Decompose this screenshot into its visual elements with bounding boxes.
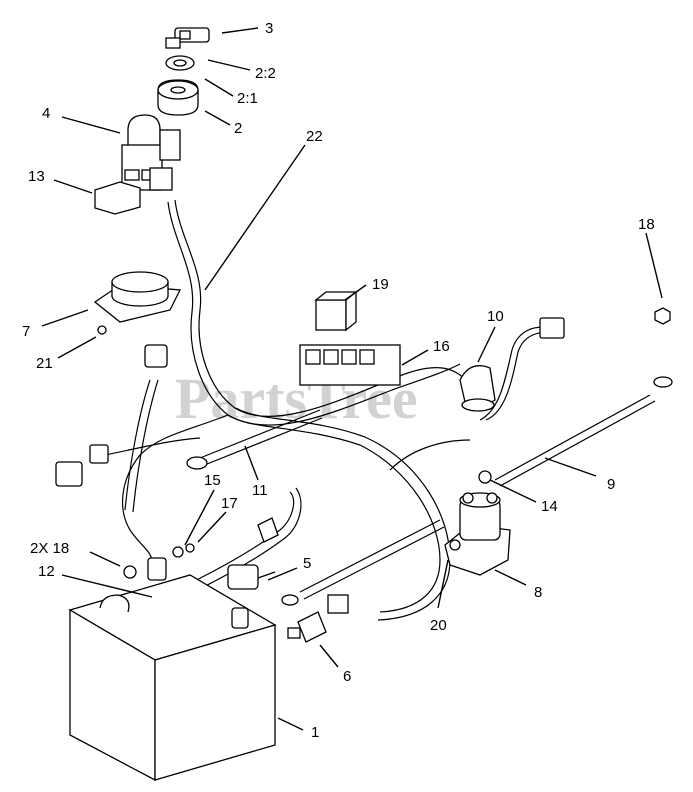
ignition-switch bbox=[121, 114, 181, 191]
callout-labels: 3 2:2 2:1 2 4 22 13 18 19 7 21 10 16 9 1… bbox=[22, 20, 655, 741]
terminal-nut bbox=[478, 470, 492, 484]
callout-4: 4 bbox=[42, 105, 50, 122]
starter-solenoid bbox=[444, 492, 511, 576]
cable-boot bbox=[287, 594, 349, 643]
callout-1: 1 bbox=[311, 724, 319, 741]
bolt bbox=[449, 539, 461, 551]
callout-15: 15 bbox=[204, 472, 221, 489]
callout-13: 13 bbox=[28, 168, 45, 185]
callout-7: 7 bbox=[22, 323, 30, 340]
callout-5: 5 bbox=[303, 555, 311, 572]
side-connector bbox=[55, 461, 83, 487]
key bbox=[165, 27, 210, 49]
wiring-harness bbox=[104, 199, 553, 621]
harness-connector bbox=[144, 344, 168, 368]
strap-bracket bbox=[147, 557, 167, 581]
connector bbox=[94, 181, 141, 215]
callout-20: 20 bbox=[430, 617, 447, 634]
callout-18: 18 bbox=[638, 216, 655, 233]
callout-9: 9 bbox=[607, 476, 615, 493]
terminal-boot bbox=[227, 564, 276, 590]
relay bbox=[314, 290, 358, 332]
positive-cable bbox=[281, 519, 445, 606]
callout-2-1: 2:1 bbox=[237, 90, 258, 107]
callout-10: 10 bbox=[487, 308, 504, 325]
callout-16: 16 bbox=[433, 338, 450, 355]
callout-3: 3 bbox=[265, 20, 273, 37]
callout-17: 17 bbox=[221, 495, 238, 512]
strap-boot bbox=[257, 517, 279, 543]
leader-lines bbox=[41, 27, 663, 731]
nut bbox=[654, 307, 671, 325]
callout-8: 8 bbox=[534, 584, 542, 601]
solenoid-boot bbox=[459, 365, 496, 412]
callout-19: 19 bbox=[372, 276, 389, 293]
callout-2-2: 2:2 bbox=[255, 65, 276, 82]
callout-2x18: 2X 18 bbox=[30, 540, 69, 557]
bolt-small bbox=[185, 543, 195, 553]
callout-6: 6 bbox=[343, 668, 351, 685]
harness-plug bbox=[539, 317, 565, 339]
fuse-block bbox=[299, 344, 401, 386]
callout-14: 14 bbox=[541, 498, 558, 515]
callout-22: 22 bbox=[306, 128, 323, 145]
callout-21: 21 bbox=[36, 355, 53, 372]
battery bbox=[68, 574, 277, 782]
strap-nut bbox=[123, 565, 137, 579]
callout-12: 12 bbox=[38, 563, 55, 580]
callout-11: 11 bbox=[252, 482, 268, 499]
ground-cable bbox=[186, 409, 323, 470]
screw bbox=[97, 325, 107, 335]
ignition-nut bbox=[157, 79, 199, 116]
washer-small bbox=[172, 546, 184, 558]
callout-2: 2 bbox=[234, 120, 242, 137]
hour-meter bbox=[93, 271, 182, 323]
battery-cable bbox=[494, 376, 673, 487]
